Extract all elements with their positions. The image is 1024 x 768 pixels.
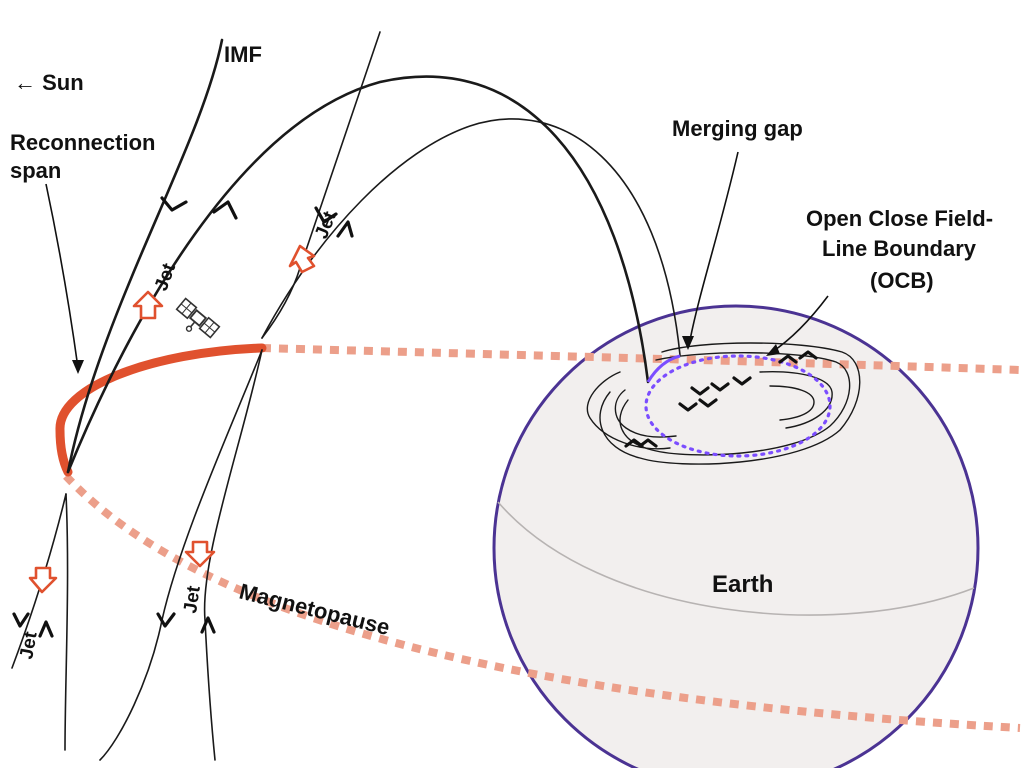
merging-gap-label: Merging gap <box>672 116 803 141</box>
sun-label: ← Sun <box>14 70 84 95</box>
jet-label-3: Jet <box>16 630 42 661</box>
ocb-label-1: Open Close Field- <box>806 206 993 231</box>
magnetopause-label: Magnetopause <box>237 579 393 641</box>
earth <box>492 304 980 768</box>
reconnection-span-label-1: Reconnection <box>10 130 155 155</box>
satellite-icon <box>175 297 221 339</box>
jet-down-arrow-2 <box>184 540 216 568</box>
direction-arrows <box>12 196 354 638</box>
imf-label: IMF <box>224 42 262 67</box>
jet-up-arrow <box>132 290 164 320</box>
jet-right-arrow <box>288 244 316 274</box>
reconnection-span <box>55 343 267 477</box>
reconnection-span-label-2: span <box>10 158 61 183</box>
ocb-label-3: (OCB) <box>870 268 934 293</box>
magnetopause-boundary <box>63 344 1021 732</box>
earth-label: Earth <box>712 571 773 598</box>
jet-label-1: Jet <box>151 260 180 294</box>
jet-arrows <box>28 244 316 594</box>
ocb-label-2: Line Boundary <box>822 236 977 261</box>
jet-label-4: Jet <box>180 584 205 615</box>
jet-down-arrow <box>28 566 58 594</box>
leader-arrows <box>45 151 829 374</box>
